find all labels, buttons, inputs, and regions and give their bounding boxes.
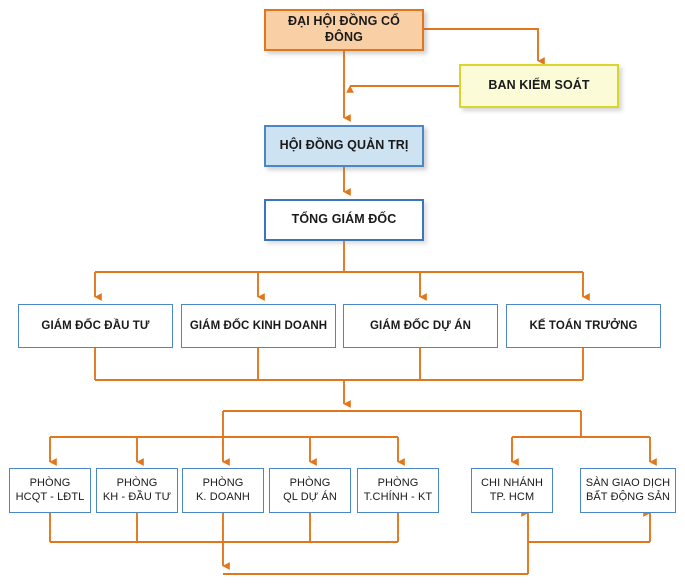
node-dept-tai-chinh-kt[interactable]: PHÒNG T.CHÍNH - KT [357,468,439,513]
node-chief-accountant-label: KẾ TOÁN TRƯỞNG [529,319,638,332]
node-shareholders-assembly-label: ĐẠI HỘI ĐỒNG CỔ ĐÔNG [288,14,400,44]
node-director-project[interactable]: GIÁM ĐỐC DỰ ÁN [343,304,498,348]
node-supervisory-board[interactable]: BAN KIỂM SOÁT [459,64,619,108]
node-dept-tai-chinh-kt-label: PHÒNG T.CHÍNH - KT [363,476,433,503]
node-dept-kinh-doanh-label: PHÒNG K. DOANH [196,476,250,503]
node-board-of-directors[interactable]: HỘI ĐỒNG QUẢN TRỊ [264,125,424,167]
node-dept-hcqt-ldtl-label: PHÒNG HCQT - LĐTL [15,476,85,503]
node-dept-kh-dautu-label: PHÒNG KH - ĐẦU TƯ [102,476,172,503]
node-real-estate-exchange-label: SÀN GIAO DỊCH BẤT ĐỘNG SẢN [585,476,671,503]
node-dept-ql-du-an[interactable]: PHÒNG QL DỰ ÁN [269,468,351,513]
node-chief-accountant[interactable]: KẾ TOÁN TRƯỞNG [506,304,661,348]
node-director-investment[interactable]: GIÁM ĐỐC ĐẦU TƯ [18,304,173,348]
node-dept-hcqt-ldtl[interactable]: PHÒNG HCQT - LĐTL [9,468,91,513]
node-general-director[interactable]: TỔNG GIÁM ĐỐC [264,199,424,241]
node-real-estate-exchange[interactable]: SÀN GIAO DỊCH BẤT ĐỘNG SẢN [580,468,676,513]
node-shareholders-assembly[interactable]: ĐẠI HỘI ĐỒNG CỔ ĐÔNG [264,9,424,51]
node-branch-hcm-label: CHI NHÁNH TP. HCM [480,476,543,503]
node-director-business-label: GIÁM ĐỐC KINH DOANH [189,319,328,332]
node-supervisory-board-label: BAN KIỂM SOÁT [488,78,590,93]
node-director-project-label: GIÁM ĐỐC DỰ ÁN [369,319,472,332]
node-general-director-label: TỔNG GIÁM ĐỐC [291,212,397,227]
node-branch-hcm[interactable]: CHI NHÁNH TP. HCM [471,468,553,513]
node-dept-kh-dautu[interactable]: PHÒNG KH - ĐẦU TƯ [96,468,178,513]
node-dept-kinh-doanh[interactable]: PHÒNG K. DOANH [182,468,264,513]
node-dept-ql-du-an-label: PHÒNG QL DỰ ÁN [283,476,337,503]
node-director-investment-label: GIÁM ĐỐC ĐẦU TƯ [41,319,150,332]
node-board-of-directors-label: HỘI ĐỒNG QUẢN TRỊ [279,138,409,153]
node-director-business[interactable]: GIÁM ĐỐC KINH DOANH [181,304,336,348]
